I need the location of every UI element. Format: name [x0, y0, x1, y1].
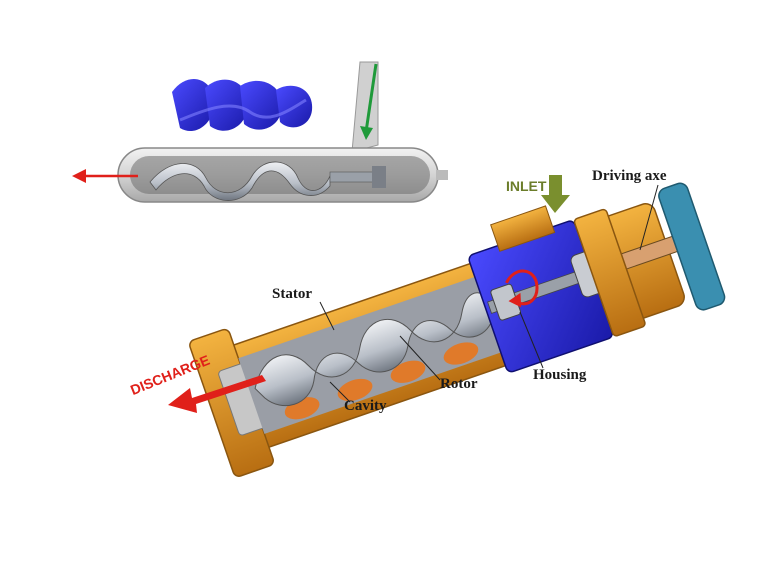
cavity-pockets — [284, 342, 479, 420]
label-inlet: INLET — [506, 178, 547, 194]
label-housing: Housing — [533, 367, 587, 383]
leader-driving-axe — [639, 184, 659, 251]
small-inlet-pipe — [351, 61, 379, 153]
leader-housing — [519, 311, 544, 369]
label-driving-axe: Driving axe — [592, 168, 667, 184]
leader-rotor — [399, 335, 441, 381]
inlet-arrow — [541, 175, 570, 213]
label-cavity: Cavity — [344, 398, 387, 414]
discharge-arrow — [168, 375, 266, 413]
main-pump-cutaway — [189, 182, 726, 477]
label-rotor: Rotor — [440, 376, 478, 392]
inlet-port — [490, 205, 556, 252]
leader-lines — [319, 184, 659, 403]
leader-stator — [319, 301, 335, 331]
drive-flange — [658, 182, 726, 311]
blue-helical-rotor — [172, 78, 313, 132]
rotation-arrow — [505, 269, 539, 306]
label-stator: Stator — [272, 286, 312, 302]
leader-cavity — [329, 381, 351, 403]
small-pump-illustration — [72, 61, 448, 203]
small-discharge-arrow — [72, 169, 138, 183]
